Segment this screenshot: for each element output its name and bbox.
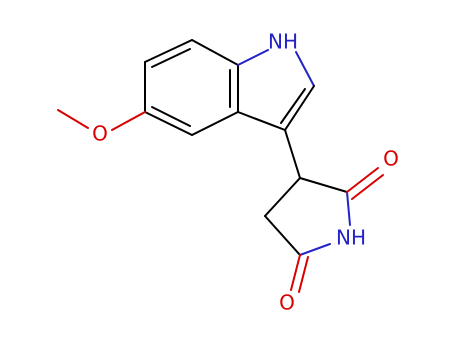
bond-carbonyl-bottom-a (290, 254, 301, 291)
bond-methoxy-o-ch3 (57, 109, 89, 129)
bond-indole-n1-c2 (295, 51, 315, 87)
carbonyl-oxygen-top-label: O (383, 147, 399, 171)
bond-benzene-c7a-c7 (191, 39, 239, 66)
bond-carbonyl-top-a (346, 167, 379, 193)
bond-succ-c5-c4 (264, 215, 301, 256)
bond-succ-n-c5 (299, 243, 331, 256)
bond-c3-succinimide (284, 129, 301, 179)
indole-nh-label: NH (268, 30, 298, 54)
bond-indole-c2-c3-inner (280, 88, 306, 124)
carbonyl-oxygen-bottom-label: O (279, 291, 295, 315)
bond-indole-c2-c3 (284, 85, 315, 131)
bond-carbonyl-bottom-b (298, 256, 309, 293)
bond-methoxy-c5-o (111, 111, 146, 131)
bond-benzene-c5-c4 (144, 111, 193, 136)
bond-indole-c3-c3a (237, 111, 286, 131)
bond-succ-c2-n (346, 191, 351, 226)
bond-carbonyl-top-b (351, 174, 384, 200)
bond-succ-c3-c2 (299, 177, 348, 193)
bond-succ-c4-c3 (264, 177, 301, 217)
imide-nh-label: NH (336, 226, 366, 250)
bond-benzene-c5-c4-inner (151, 106, 191, 127)
bond-benzene-c7-c6 (144, 39, 193, 63)
bond-benzene-c4-c3a (191, 111, 239, 136)
bond-benzene-c7-c6-inner (151, 48, 191, 68)
methoxy-oxygen-label: O (92, 122, 108, 146)
bond-indole-c7a-n1 (237, 49, 269, 66)
